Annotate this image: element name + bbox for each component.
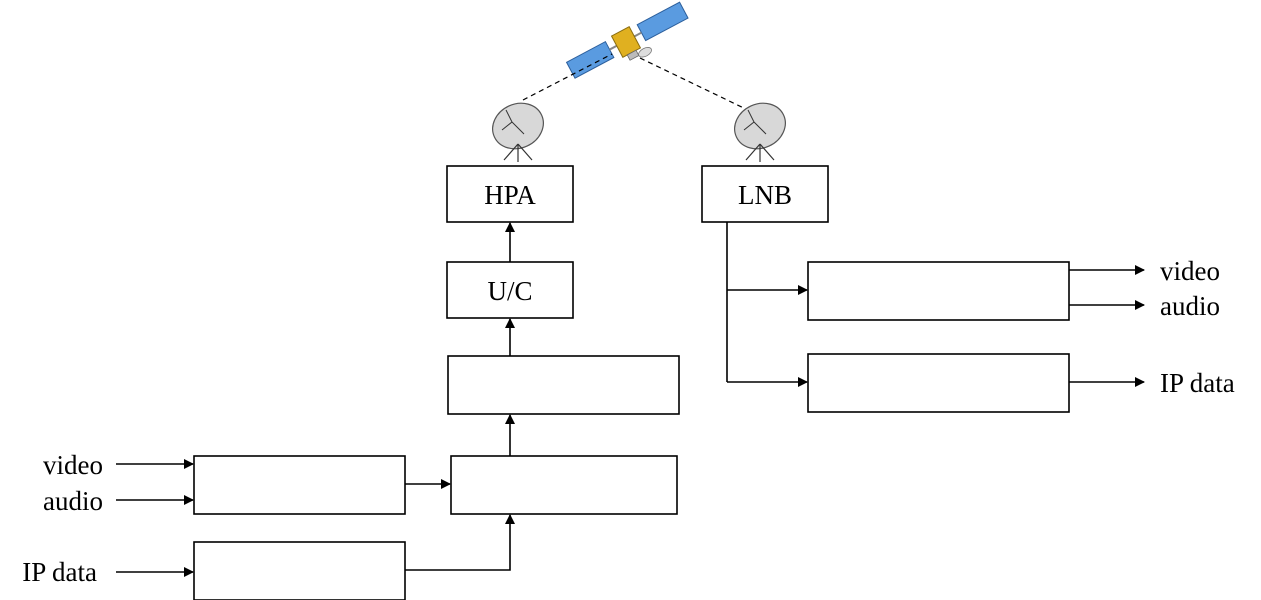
uplink-path: [522, 53, 613, 101]
modulator-block: [447, 355, 680, 415]
audio-input-label: audio: [43, 486, 103, 516]
upconverter-label: U/C: [487, 276, 532, 306]
ip-data-input-label: IP data: [22, 557, 97, 587]
lnb-block: [701, 165, 829, 223]
video-output-label: video: [1160, 256, 1220, 286]
ip-encapsulator-block: [193, 541, 406, 600]
hpa-label: HPA: [484, 180, 536, 210]
ip-to-mux-arrow: [405, 514, 515, 571]
downlink-dish-icon: [734, 102, 786, 162]
av-encoder-block: [193, 455, 406, 515]
ip-receiver-block: [807, 353, 1070, 413]
upconverter-block: [446, 261, 574, 319]
satellite-icon: [565, 1, 689, 79]
hpa-block: [446, 165, 574, 223]
video-input-label: video: [43, 450, 103, 480]
multiplexer-block: [450, 455, 678, 515]
audio-output-label: audio: [1160, 291, 1220, 321]
uplink-dish-icon: [492, 102, 544, 162]
ip-data-output-label: IP data: [1160, 368, 1235, 398]
downlink-path: [639, 57, 753, 113]
lnb-label: LNB: [738, 180, 792, 210]
av-receiver-block: [807, 261, 1070, 321]
